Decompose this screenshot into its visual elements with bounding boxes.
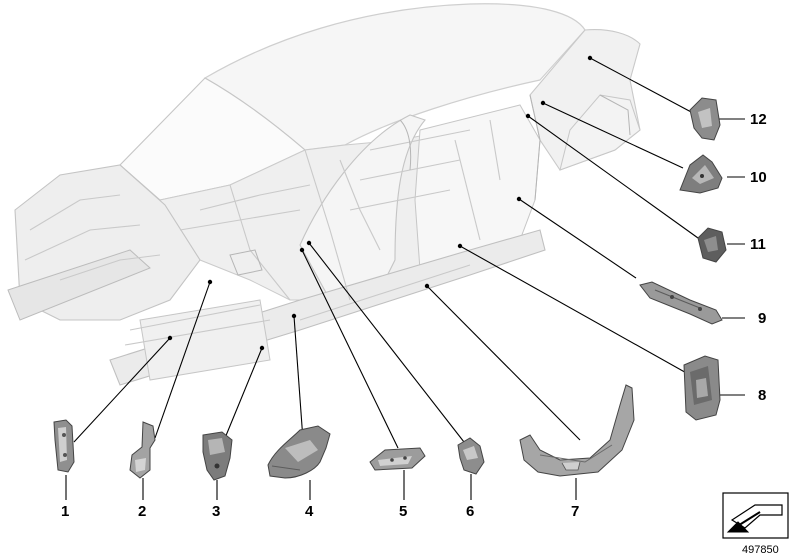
- part-6-bracket: [457, 437, 485, 475]
- callout-11: 11: [750, 236, 766, 253]
- part-8-bracket: [683, 355, 721, 421]
- leader-6: [308, 242, 465, 443]
- anchor-dot-9: [516, 196, 522, 202]
- callout-5: 5: [399, 503, 407, 520]
- leader-5: [301, 249, 399, 449]
- part-2-bracket: [129, 421, 156, 479]
- leader-3: [224, 347, 263, 439]
- leader-4: [293, 315, 304, 441]
- anchor-dot-7: [424, 283, 430, 289]
- reference-number: 497850: [742, 544, 779, 556]
- callout-numbers: 1 2 3 4 5 6 7 8 9 10 11 12: [61, 111, 767, 520]
- parts: [53, 97, 727, 481]
- callout-7: 7: [571, 503, 579, 520]
- part-11-block: [697, 227, 727, 263]
- part-12-bracket: [689, 97, 721, 141]
- callout-6: 6: [466, 503, 474, 520]
- leader-10: [542, 102, 684, 169]
- anchor-dot-11: [525, 113, 531, 119]
- leader-8: [459, 245, 691, 376]
- anchor-dot-10: [540, 100, 546, 106]
- anchor-dot-4: [291, 313, 297, 319]
- anchor-dot-8: [457, 243, 463, 249]
- anchor-dot-12: [587, 55, 593, 61]
- part-7-rail: [519, 384, 635, 477]
- callout-2: 2: [138, 503, 146, 520]
- callout-1: 1: [61, 503, 69, 520]
- callout-3: 3: [212, 503, 220, 520]
- leader-7: [426, 285, 581, 441]
- leader-9: [518, 198, 637, 279]
- part-4-cover: [267, 425, 331, 479]
- leader-12: [589, 57, 694, 114]
- view-direction-icon: [722, 492, 789, 539]
- anchor-dot-5: [299, 247, 305, 253]
- leader-lines: [65, 55, 745, 500]
- callout-9: 9: [758, 310, 766, 327]
- car-body-shell: [7, 3, 641, 386]
- anchor-dot-3: [259, 345, 265, 351]
- leader-1: [73, 337, 171, 443]
- part-9-strut: [639, 281, 723, 325]
- callout-10: 10: [750, 169, 767, 186]
- leader-2: [154, 281, 211, 439]
- part-10-bracket: [679, 154, 723, 194]
- callout-8: 8: [758, 387, 766, 404]
- anchor-dot-6: [306, 240, 312, 246]
- anchor-dot-2: [207, 279, 213, 285]
- part-5-plate: [369, 447, 426, 471]
- part-3-bracket: [202, 431, 233, 481]
- callout-12: 12: [750, 111, 767, 128]
- leader-11: [527, 115, 699, 239]
- part-1-bracket: [53, 419, 75, 473]
- anchor-dot-1: [167, 335, 173, 341]
- callout-4: 4: [305, 503, 314, 520]
